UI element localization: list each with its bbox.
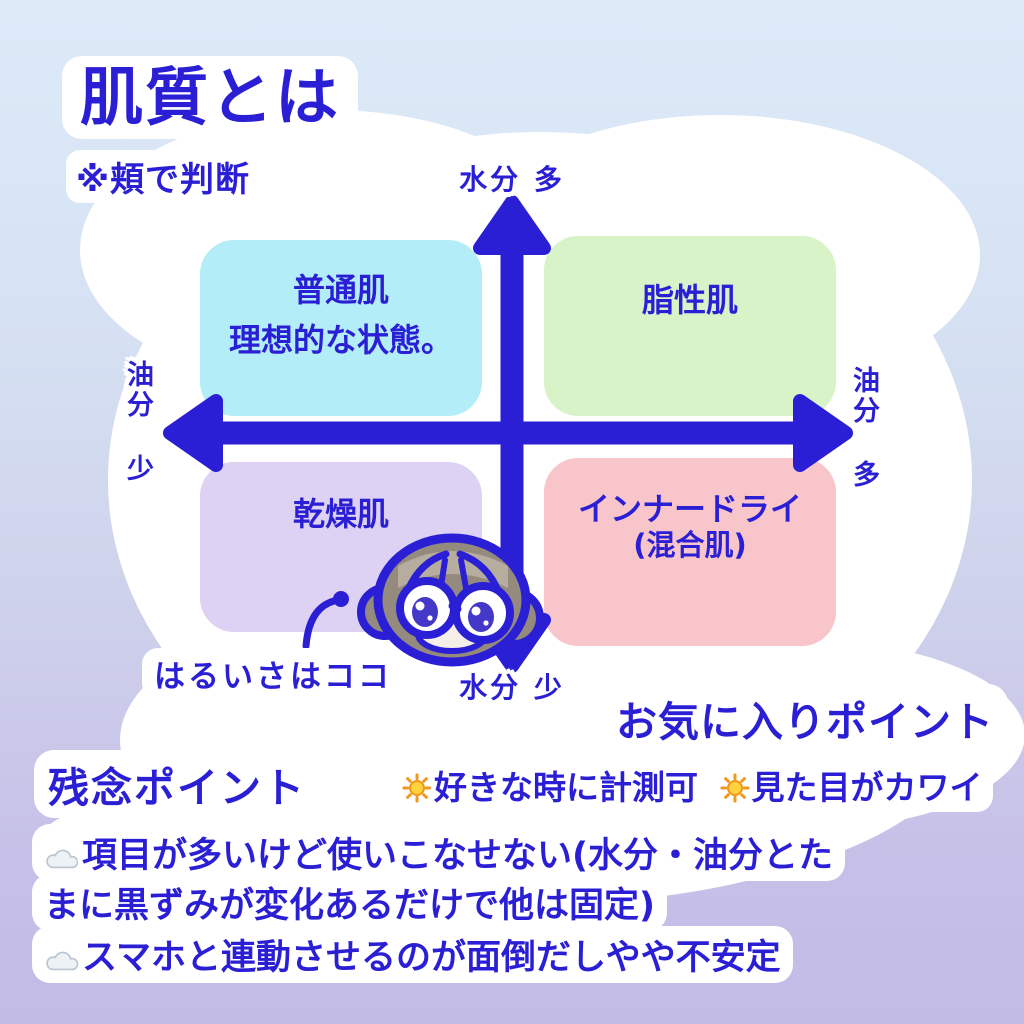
negative-points-heading: 残念ポイント xyxy=(34,750,320,818)
negative-line-3-text: スマホと連動させるのが面倒だしやや不安定 xyxy=(82,938,781,978)
quadrant-inner-dry-sub: (混合肌) xyxy=(633,528,747,563)
quadrant-dry-label: 乾燥肌 xyxy=(292,495,389,533)
sun-icon xyxy=(719,773,750,803)
quadrant-normal-sub: 理想的な状態。 xyxy=(228,320,453,359)
negative-line-3: スマホと連動させるのが面倒だしやや不安定 xyxy=(32,926,793,983)
negative-line-1: 項目が多いけど使いこなせない(水分・油分とた xyxy=(32,824,845,881)
negative-line-1-text: 項目が多いけど使いこなせない(水分・油分とた xyxy=(82,836,833,876)
favorite-points-heading: お気に入りポイント xyxy=(602,684,1008,752)
favorite-items-line: 好きな時に計測可 見た目がカワイ xyxy=(392,758,993,812)
quadrant-inner-dry-skin: インナードライ (混合肌) xyxy=(544,458,836,646)
quadrant-inner-dry-label: インナードライ xyxy=(577,490,802,528)
quadrant-normal-label: 普通肌 xyxy=(292,271,389,309)
axis-label-moisture-high: 水分 多 xyxy=(459,163,565,196)
axis-arrow-up-icon xyxy=(473,195,551,255)
annotation-label: はるいさはココ xyxy=(142,648,404,699)
quadrant-dry-skin: 乾燥肌 xyxy=(200,462,482,632)
negative-line-2-text: まに黒ずみが変化あるだけで他は固定) xyxy=(44,886,655,926)
axis-label-oil-high: 油分 多 xyxy=(848,366,879,490)
cloud-icon xyxy=(44,947,80,973)
page-title: 肌質とは xyxy=(62,56,358,139)
negative-line-2: まに黒ずみが変化あるだけで他は固定) xyxy=(32,874,667,931)
axis-arrow-down-icon xyxy=(473,613,551,673)
cloud-icon xyxy=(44,845,80,871)
favorite-item-2: 見た目がカワイ xyxy=(751,768,983,807)
quadrant-normal-skin: 普通肌 理想的な状態。 xyxy=(200,240,482,416)
quadrant-oily-skin: 脂性肌 xyxy=(544,236,836,416)
axis-arrow-left-icon xyxy=(163,394,223,472)
axis-label-moisture-low: 水分 少 xyxy=(459,671,565,704)
favorite-item-1: 好きな時に計測可 xyxy=(434,768,698,807)
sun-icon xyxy=(402,773,432,803)
quadrant-oily-label: 脂性肌 xyxy=(641,281,738,319)
page-subtitle: ※頬で判断 xyxy=(66,150,261,203)
axis-label-oil-low: 油分 少 xyxy=(122,360,153,484)
